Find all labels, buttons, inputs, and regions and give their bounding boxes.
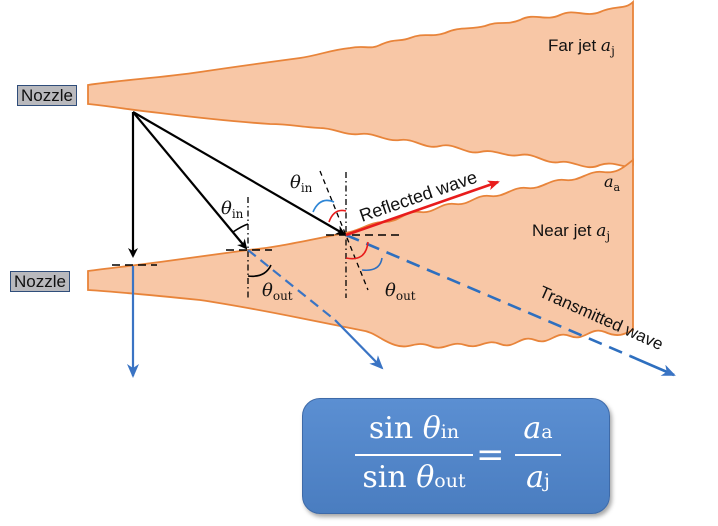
angle-arc-in-2-blue [312, 199, 335, 213]
far-jet-label: Far jet aj [548, 36, 615, 58]
theta-in-label-1: θin [221, 198, 244, 221]
angle-arc-in-1 [232, 223, 249, 233]
angle-arc-in-2-red [328, 209, 347, 223]
tilted-normal-line-3 [319, 170, 369, 291]
angle-arc-out-2-blue [361, 257, 383, 272]
angle-arc-out-1 [247, 264, 272, 278]
snell-law-formula-box: sin θin sin θout = aa aj [302, 398, 610, 514]
transmitted-ray-far [629, 354, 676, 377]
nozzle-label-top: Nozzle [17, 85, 77, 106]
fraction-bar [355, 454, 473, 456]
theta-in-label-2: θin [290, 172, 313, 195]
angle-arc-out-2-red [345, 241, 369, 260]
theta-out-label-1: θout [262, 280, 293, 303]
far-jet-plume [87, 0, 634, 169]
formula-denominator: sin θout [362, 460, 466, 495]
transmitted-ray-middle-dashed [247, 249, 336, 321]
nozzle-label-bottom: Nozzle [10, 271, 70, 292]
formula-rhs-denominator: aj [526, 460, 550, 495]
formula-equals: = [476, 435, 505, 475]
formula-rhs-fraction: aa aj [515, 411, 561, 499]
fraction-bar-rhs [515, 454, 561, 456]
reflected-ray [345, 180, 500, 237]
near-jet-plume [87, 158, 634, 349]
formula-numerator: sin θin [368, 411, 460, 446]
formula-rhs-numerator: aa [523, 411, 553, 446]
transmitted-ray-middle [334, 319, 384, 370]
formula-lhs-fraction: sin θin sin θout [355, 411, 473, 499]
theta-out-label-2: θout [385, 280, 416, 303]
near-jet-label: Near jet aj [532, 221, 610, 243]
transmitted-ray-far-dashed [345, 233, 631, 358]
incident-ray-far [132, 111, 346, 236]
incident-ray-middle [132, 111, 248, 250]
ambient-speed-label: aa [604, 172, 621, 194]
